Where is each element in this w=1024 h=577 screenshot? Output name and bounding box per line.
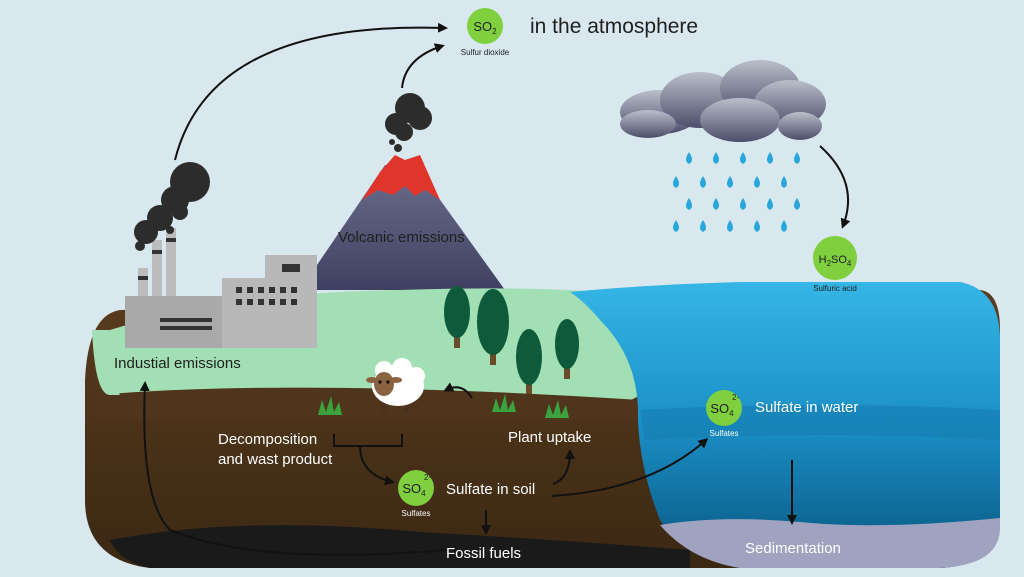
flow-arrows	[139, 22, 851, 556]
label-volcanic-emissions: Volcanic emissions	[338, 229, 465, 246]
svg-text:2-: 2-	[424, 473, 431, 482]
svg-text:SO4: SO4	[402, 481, 426, 498]
atmosphere-title: in the atmosphere	[530, 15, 698, 38]
label-sulfate-in-soil: Sulfate in soil	[446, 481, 535, 498]
svg-text:H2SO4: H2SO4	[819, 254, 852, 268]
sheep	[366, 358, 425, 412]
label-fossil-fuels: Fossil fuels	[446, 545, 521, 562]
arrow-fossil-to-industry	[139, 381, 447, 556]
arrow-soil-to-plant	[552, 449, 575, 485]
arrow-soil-to-water	[551, 438, 709, 497]
label-sedimentation: Sedimentation	[745, 540, 841, 557]
molecule-so2: SO2 Sulfur dioxide	[461, 8, 510, 57]
label-plant-uptake: Plant uptake	[508, 429, 591, 446]
h2so4-caption: Sulfuric acid	[813, 284, 857, 293]
volcano	[300, 155, 505, 290]
grass-tufts	[318, 394, 569, 418]
rain-drops	[673, 152, 800, 232]
factory-smoke	[134, 162, 210, 251]
molecule-h2so4: H2SO4 Sulfuric acid	[813, 236, 857, 293]
factory	[125, 228, 317, 348]
svg-text:2-: 2-	[732, 393, 739, 402]
arrow-volcano-to-atmosphere	[401, 43, 445, 89]
label-sulfate-in-water: Sulfate in water	[755, 399, 858, 416]
svg-text:SO2: SO2	[473, 19, 497, 36]
arrow-industry-to-atmosphere	[174, 22, 448, 161]
volcano-smoke	[385, 93, 432, 152]
bracket-decomposition	[333, 434, 403, 447]
rain-cloud	[620, 60, 826, 142]
label-decomposition-line2: and wast product	[218, 451, 333, 468]
molecule-so4-water: SO4 2- Sulfates	[706, 390, 742, 438]
so4-soil-caption: Sulfates	[402, 509, 431, 518]
arrow-plant-to-sheep	[443, 382, 473, 399]
so2-caption: Sulfur dioxide	[461, 48, 510, 57]
so4-water-caption: Sulfates	[710, 429, 739, 438]
arrow-cloud-to-acid	[819, 145, 851, 229]
label-industrial-emissions: Industial emissions	[114, 355, 241, 372]
svg-text:SO4: SO4	[710, 401, 734, 418]
trees	[444, 286, 579, 394]
molecule-so4-soil: SO4 2- Sulfates	[398, 470, 434, 518]
ocean	[570, 282, 1000, 568]
arrow-decomp-to-soil	[359, 445, 395, 486]
label-decomposition-line1: Decomposition	[218, 431, 317, 448]
